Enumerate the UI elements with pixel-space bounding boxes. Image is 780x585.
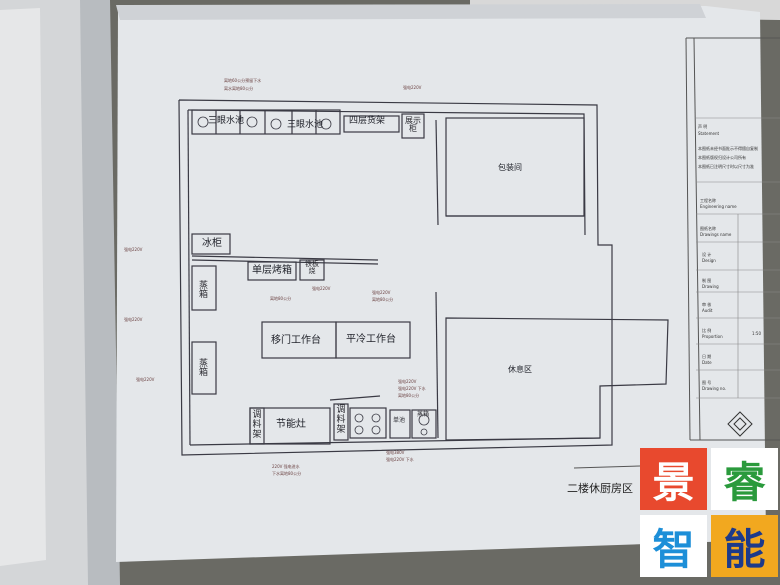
label-seasoning-rack-2: 调料架 <box>336 405 346 435</box>
note-mid-d: 离地80公分 <box>270 296 292 301</box>
note-left-c: 强电220V <box>136 377 155 382</box>
label-sink-small: 单池 <box>393 417 406 424</box>
note-bot-c: 强电380V <box>386 450 405 455</box>
note-top-c: 强电220V <box>403 85 422 90</box>
note-top-b: 离水离地80公分 <box>224 86 254 91</box>
label-griddle: 铁板烧 <box>305 260 319 275</box>
tb-draw-cn: 制 图 <box>702 278 712 283</box>
tb-declaration-cn: 声 明 <box>698 124 708 129</box>
note-bot-a: 220V 强电进水 <box>272 464 300 469</box>
note-mid-a: 强电220V <box>312 286 331 291</box>
tb-decl-text-1: 本图纸未经书面批示不得擅自复制 <box>698 146 758 151</box>
note-mid-e: 强电220V <box>398 379 417 384</box>
note-mid-g: 离地80公分 <box>398 393 420 398</box>
label-steamer: 蒸箱 <box>416 411 429 418</box>
label-triple-sink-2: 三眼水池 <box>287 120 324 130</box>
tb-number-en: Drawing no. <box>702 386 727 391</box>
tb-project-en: Engineering name <box>700 204 737 209</box>
tb-design-en: Design <box>702 258 716 263</box>
label-packing-room: 包装间 <box>498 163 522 172</box>
logo-tile-1: 景 <box>640 448 707 510</box>
label-four-tier-shelf: 四层货架 <box>349 116 386 126</box>
tb-decl-text-3: 本图纸已注明尺寸时以尺寸为准 <box>698 164 754 169</box>
tb-scale-en: Proportion <box>702 334 723 339</box>
label-sliding-door-table: 移门工作台 <box>271 335 321 346</box>
tb-drawing-cn: 图纸名称 <box>700 226 716 231</box>
note-mid-f: 强电220V 下水 <box>398 386 426 391</box>
tb-declaration-en: Statement <box>698 131 720 136</box>
label-energy-stove: 节能灶 <box>276 419 306 430</box>
note-bot-d: 强电220V 下水 <box>386 457 414 462</box>
note-mid-b: 强电220V <box>372 290 391 295</box>
label-range-left-top: 蒸箱 <box>197 280 207 298</box>
label-flat-chill-table: 平冷工作台 <box>346 334 396 345</box>
drawing-title: 二楼休厨房区 <box>567 482 633 495</box>
tb-scale-value: 1:50 <box>752 331 761 336</box>
logo-tile-2: 睿 <box>711 448 778 510</box>
label-single-oven: 单层烤箱 <box>252 265 292 276</box>
label-freezer: 冰柜 <box>202 238 222 249</box>
tb-number-cn: 图 号 <box>702 380 712 385</box>
tb-drawing-en: Drawings name <box>700 232 732 237</box>
note-bot-b: 下水离地80公分 <box>272 471 302 476</box>
tb-date-cn: 日 期 <box>702 354 712 359</box>
label-triple-sink-1: 三眼水池 <box>208 116 245 126</box>
tb-audit-cn: 审 核 <box>702 302 712 307</box>
tb-decl-text-2: 本图纸版权归设计公司所有 <box>698 155 746 160</box>
label-display-cabinet: 展示柜 <box>405 116 421 133</box>
tb-draw-en: Drawing <box>702 284 719 289</box>
tb-design-cn: 设 计 <box>702 252 712 257</box>
note-mid-c: 离地80公分 <box>372 297 394 302</box>
tb-scale-cn: 比 例 <box>702 328 712 333</box>
note-top-a: 离地60公分预留下水 <box>224 78 262 83</box>
logo-tile-4: 能 <box>711 515 778 577</box>
tb-audit-en: Audit <box>702 308 713 313</box>
logo-tile-3: 智 <box>640 515 707 577</box>
tb-project-cn: 工程名称 <box>700 198 716 203</box>
label-rest-area: 休息区 <box>508 365 532 374</box>
note-left-b: 强电220V <box>124 317 143 322</box>
tb-date-en: Date <box>702 360 712 365</box>
label-range-left-bottom: 蒸箱 <box>197 358 207 376</box>
label-seasoning-rack-1: 调料架 <box>252 410 262 440</box>
note-left-a: 强电220V <box>124 247 143 252</box>
